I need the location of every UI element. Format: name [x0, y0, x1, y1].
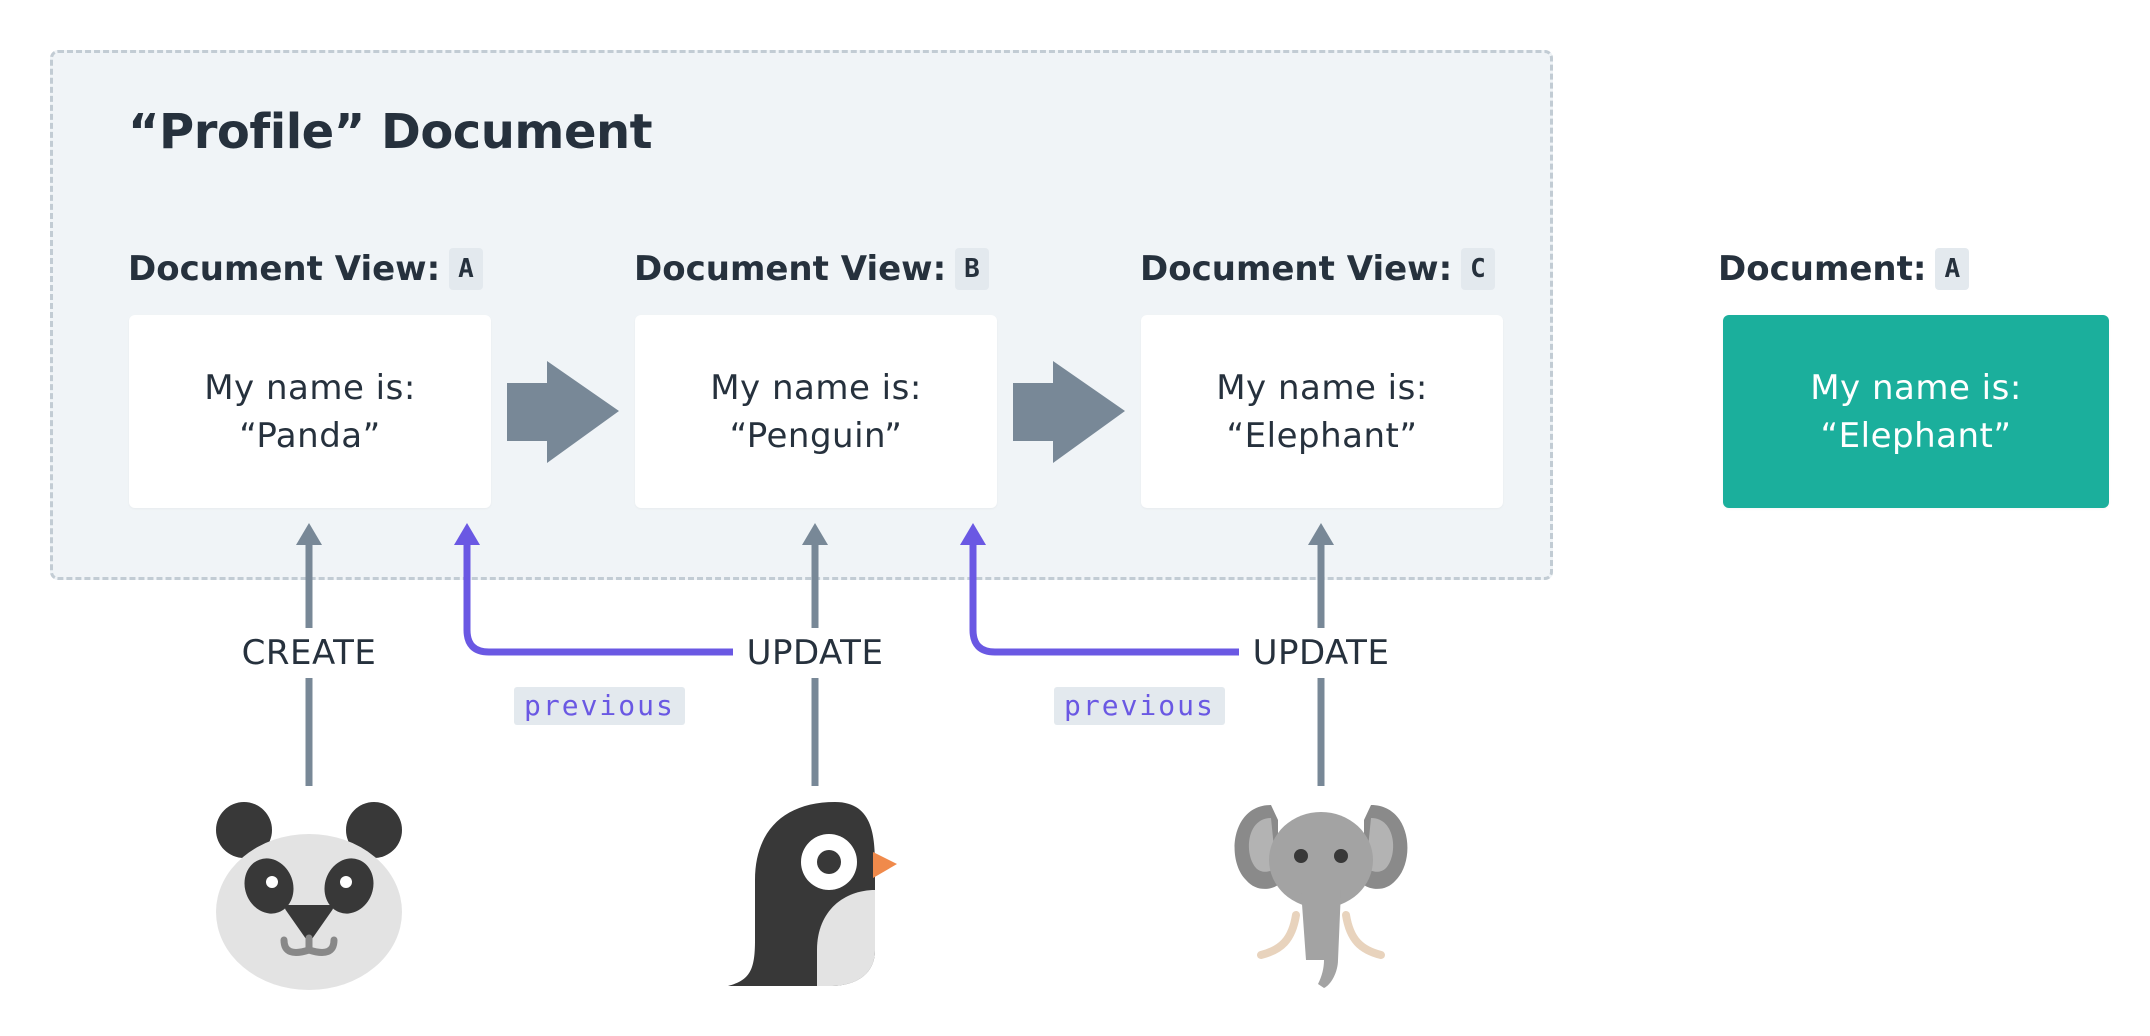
elephant-icon: [1234, 805, 1408, 988]
view-key: B: [955, 248, 989, 290]
view-label-c: Document View: C: [1140, 248, 1495, 290]
card-line1: My name is:: [1810, 367, 2022, 408]
card-line1: My name is:: [1216, 367, 1428, 408]
view-card-c: My name is: “Elephant”: [1141, 315, 1503, 508]
big-arrow-right: [507, 361, 619, 463]
card-line1: My name is:: [204, 367, 416, 408]
document-key: A: [1935, 248, 1970, 290]
previous-tag: previous: [1054, 687, 1225, 725]
view-label-text: Document View:: [1140, 249, 1453, 289]
view-key: C: [1461, 248, 1495, 290]
previous-tag: previous: [514, 687, 685, 725]
view-label-text: Document View:: [128, 249, 441, 289]
big-arrow-right: [1013, 361, 1125, 463]
view-key: A: [449, 248, 483, 290]
view-card-a: My name is: “Panda”: [129, 315, 491, 508]
panda-icon: [216, 802, 402, 990]
view-label-a: Document View: A: [128, 248, 483, 290]
view-label-b: Document View: B: [634, 248, 989, 290]
card-line2: “Elephant”: [1226, 415, 1418, 456]
document-label: Document: A: [1718, 248, 1970, 290]
previous-arrow-head: [960, 523, 986, 545]
arrow-head-up: [802, 523, 828, 545]
arrow-head-up: [296, 523, 322, 545]
card-line2: “Elephant”: [1820, 415, 2012, 456]
card-line2: “Panda”: [239, 415, 381, 456]
group-title: “Profile” Document: [128, 104, 653, 160]
penguin-icon: [728, 802, 897, 986]
action-create: CREATE: [241, 633, 377, 673]
card-line1: My name is:: [710, 367, 922, 408]
view-label-text: Document View:: [634, 249, 947, 289]
document-card: My name is: “Elephant”: [1723, 315, 2109, 508]
arrow-head-up: [1308, 523, 1334, 545]
view-card-b: My name is: “Penguin”: [635, 315, 997, 508]
document-label-text: Document:: [1718, 249, 1927, 289]
action-update: UPDATE: [746, 633, 884, 673]
action-update: UPDATE: [1252, 633, 1390, 673]
previous-arrow-head: [454, 523, 480, 545]
card-line2: “Penguin”: [729, 415, 903, 456]
